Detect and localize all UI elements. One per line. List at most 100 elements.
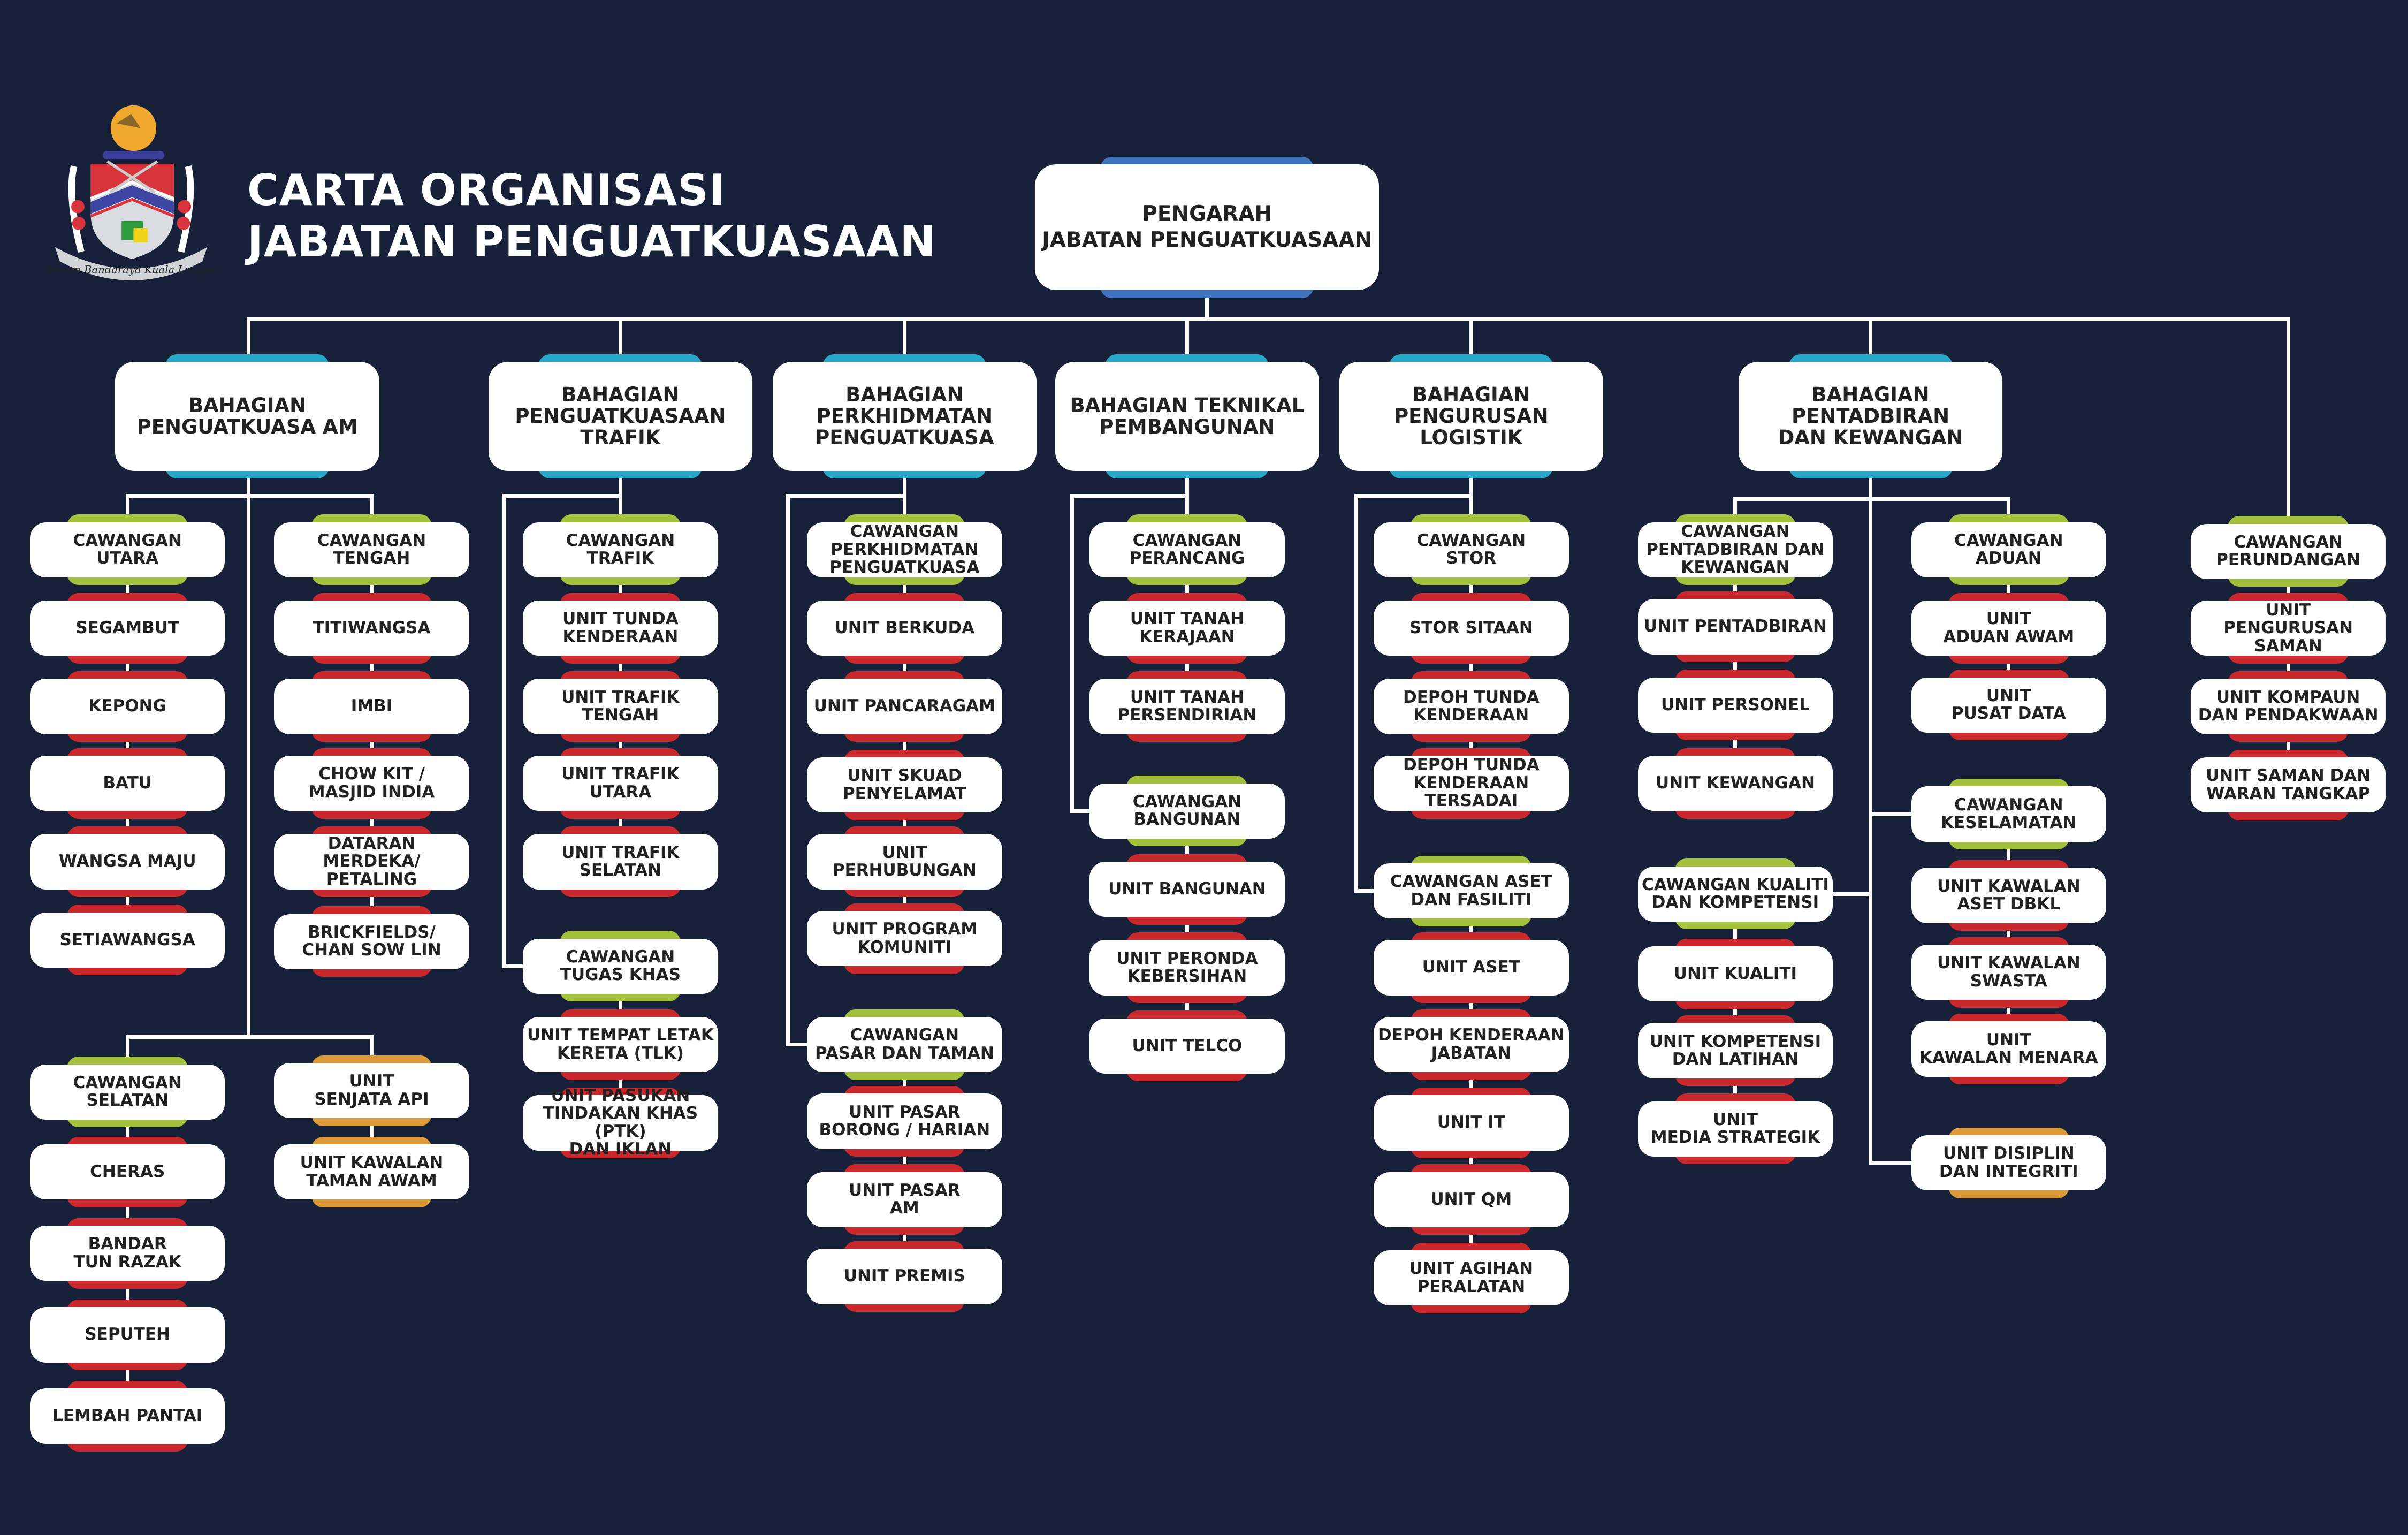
unit-box[interactable]: UNIT SAMAN DAN WARAN TANGKAP <box>2190 757 2386 813</box>
cawangan-box[interactable]: CAWANGAN ADUAN <box>1911 522 2107 578</box>
connector-line <box>1469 889 1473 1280</box>
node-label: CAWANGAN BANGUNAN <box>1132 792 1242 830</box>
unit-box[interactable]: UNIT TANAH PERSENDIRIAN <box>1089 679 1285 734</box>
unit-box[interactable]: UNIT TRAFIK SELATAN <box>523 834 718 890</box>
unit-box[interactable]: BATU <box>29 755 225 811</box>
unit-box[interactable]: UNIT PASUKAN TINDAKAN KHAS (PTK) DAN IKL… <box>523 1086 718 1158</box>
unit-box[interactable]: UNIT MEDIA STRATEGIK <box>1637 1101 1833 1157</box>
unit-box[interactable]: UNIT IT <box>1374 1095 1569 1151</box>
division-box[interactable]: BAHAGIAN PENGUATKUASA AM <box>115 361 379 471</box>
node-label: UNIT PREMIS <box>843 1266 965 1286</box>
node-label: BAHAGIAN PENTADBIRAN DAN KEWANGAN <box>1778 383 1963 449</box>
unit-box[interactable]: SETIAWANGSA <box>29 912 225 968</box>
node-label: CAWANGAN PASAR DAN TAMAN <box>814 1025 994 1063</box>
unit-box[interactable]: UNIT BANGUNAN <box>1089 862 1285 917</box>
unit-box[interactable]: UNIT PERONDA KEBERSIHAN <box>1089 940 1285 996</box>
unit-box[interactable]: UNIT ASET <box>1374 940 1569 996</box>
cawangan-box[interactable]: CAWANGAN ASET DAN FASILITI <box>1374 863 1569 919</box>
unit-box[interactable]: UNIT PENTADBIRAN <box>1637 599 1833 655</box>
cawangan-box[interactable]: CAWANGAN PENTADBIRAN DAN KEWANGAN <box>1637 522 1833 578</box>
division-box[interactable]: BAHAGIAN TEKNIKAL PEMBANGUNAN <box>1055 361 1320 471</box>
node-label: UNIT TRAFIK SELATAN <box>561 842 680 880</box>
unit-box[interactable]: UNIT KAWALAN MENARA <box>1911 1021 2107 1077</box>
unit-box[interactable]: DEPOH KENDERAAN JABATAN <box>1374 1016 1569 1073</box>
node-label: UNIT DISIPLIN DAN INTEGRITI <box>1939 1144 2078 1181</box>
unit-box[interactable]: UNIT KUALITI <box>1637 946 1833 1002</box>
unit-box[interactable]: UNIT DISIPLIN DAN INTEGRITI <box>1911 1135 2107 1191</box>
node-label: UNIT TANAH KERAJAAN <box>1130 609 1245 647</box>
division-box[interactable]: BAHAGIAN PERKHIDMATAN PENGUATKUASA <box>772 361 1037 471</box>
unit-box[interactable]: UNIT TUNDA KENDERAAN <box>523 601 718 656</box>
unit-box[interactable]: DEPOH TUNDA KENDERAAN <box>1374 679 1569 734</box>
unit-box[interactable]: UNIT KAWALAN ASET DBKL <box>1911 868 2107 923</box>
unit-box[interactable]: UNIT PASAR AM <box>807 1172 1002 1228</box>
cawangan-box[interactable]: CAWANGAN BANGUNAN <box>1089 783 1285 839</box>
unit-box[interactable]: UNIT TRAFIK UTARA <box>523 755 718 811</box>
node-label: CHERAS <box>90 1161 165 1181</box>
unit-box[interactable]: UNIT KOMPETENSI DAN LATIHAN <box>1637 1023 1833 1078</box>
node-label: UNIT KEWANGAN <box>1656 773 1815 793</box>
connector-line <box>1185 809 1189 1048</box>
cawangan-box[interactable]: CAWANGAN PERUNDANGAN <box>2190 523 2386 579</box>
unit-box[interactable]: UNIT KAWALAN SWASTA <box>1911 944 2107 1000</box>
unit-box[interactable]: UNIT TEMPAT LETAK KERETA (TLK) <box>523 1016 718 1073</box>
unit-box[interactable]: DEPOH TUNDA KENDERAAN TERSADAI <box>1374 755 1569 811</box>
unit-box[interactable]: DATARAN MERDEKA/ PETALING <box>274 834 469 890</box>
unit-box[interactable]: BANDAR TUN RAZAK <box>29 1226 225 1281</box>
unit-box[interactable]: UNIT PASAR BORONG / HARIAN <box>807 1093 1002 1149</box>
unit-box[interactable]: TITIWANGSA <box>274 601 469 656</box>
division-box[interactable]: BAHAGIAN PENGURUSAN LOGISTIK <box>1339 361 1604 471</box>
unit-box[interactable]: UNIT TRAFIK TENGAH <box>523 679 718 734</box>
unit-box[interactable]: KEPONG <box>29 679 225 734</box>
cawangan-box[interactable]: CAWANGAN STOR <box>1374 522 1569 578</box>
unit-box[interactable]: UNIT PROGRAM KOMUNITI <box>807 910 1002 967</box>
unit-box[interactable]: UNIT PUSAT DATA <box>1911 677 2107 733</box>
node-label: CAWANGAN KUALITI DAN KOMPETENSI <box>1642 875 1829 913</box>
node-label: CAWANGAN TENGAH <box>317 530 426 568</box>
unit-box[interactable]: UNIT AGIHAN PERALATAN <box>1374 1250 1569 1306</box>
unit-box[interactable]: WANGSA MAJU <box>29 834 225 890</box>
node-label: UNIT ASET <box>1422 958 1520 977</box>
cawangan-box[interactable]: CAWANGAN UTARA <box>29 522 225 578</box>
cawangan-box[interactable]: CAWANGAN KESELAMATAN <box>1911 786 2107 842</box>
division-box[interactable]: BAHAGIAN PENGUATKUASAAN TRAFIK <box>488 361 753 471</box>
unit-box[interactable]: LEMBAH PANTAI <box>29 1388 225 1444</box>
unit-box[interactable]: CHERAS <box>29 1144 225 1200</box>
node-label: CHOW KIT / MASJID INDIA <box>308 764 435 802</box>
unit-box[interactable]: UNIT QM <box>1374 1172 1569 1228</box>
node-label: UNIT PERONDA KEBERSIHAN <box>1116 948 1258 986</box>
unit-box[interactable]: UNIT PENGURUSAN SAMAN <box>2190 601 2386 656</box>
unit-box[interactable]: UNIT TELCO <box>1089 1018 1285 1074</box>
cawangan-box[interactable]: CAWANGAN PERKHIDMATAN PENGUATKUASA <box>807 522 1002 578</box>
unit-box[interactable]: UNIT PERHUBUNGAN <box>807 834 1002 890</box>
cawangan-box[interactable]: CAWANGAN KUALITI DAN KOMPETENSI <box>1637 866 1833 922</box>
node-label: UNIT SAMAN DAN WARAN TANGKAP <box>2206 766 2371 803</box>
unit-box[interactable]: UNIT KAWALAN TAMAN AWAM <box>274 1144 469 1200</box>
unit-box[interactable]: UNIT PREMIS <box>807 1249 1002 1304</box>
unit-box[interactable]: UNIT PANCARAGAM <box>807 679 1002 734</box>
unit-box[interactable]: BRICKFIELDS/ CHAN SOW LIN <box>274 914 469 969</box>
cawangan-box[interactable]: CAWANGAN TRAFIK <box>523 522 718 578</box>
unit-box[interactable]: SEPUTEH <box>29 1307 225 1363</box>
unit-box[interactable]: UNIT KEWANGAN <box>1637 755 1833 811</box>
director-box[interactable]: PENGARAH JABATAN PENGUATKUASAAN <box>1035 164 1380 291</box>
cawangan-box[interactable]: CAWANGAN TENGAH <box>274 522 469 578</box>
unit-box[interactable]: UNIT TANAH KERAJAAN <box>1089 601 1285 656</box>
node-label: UNIT PANCARAGAM <box>813 696 995 716</box>
division-box[interactable]: BAHAGIAN PENTADBIRAN DAN KEWANGAN <box>1738 361 2003 471</box>
cawangan-box[interactable]: CAWANGAN PASAR DAN TAMAN <box>807 1016 1002 1073</box>
unit-box[interactable]: UNIT ADUAN AWAM <box>1911 601 2107 656</box>
cawangan-box[interactable]: CAWANGAN SELATAN <box>29 1064 225 1120</box>
unit-box[interactable]: UNIT SKUAD PENYELAMAT <box>807 757 1002 813</box>
unit-box[interactable]: IMBI <box>274 679 469 734</box>
cawangan-box[interactable]: CAWANGAN TUGAS KHAS <box>523 938 718 994</box>
unit-box[interactable]: UNIT PERSONEL <box>1637 677 1833 733</box>
unit-box[interactable]: UNIT SENJATA API <box>274 1062 469 1119</box>
unit-box[interactable]: STOR SITAAN <box>1374 601 1569 656</box>
unit-box[interactable]: SEGAMBUT <box>29 601 225 656</box>
node-label: IMBI <box>350 696 393 716</box>
unit-box[interactable]: UNIT BERKUDA <box>807 601 1002 656</box>
cawangan-box[interactable]: CAWANGAN PERANCANG <box>1089 522 1285 578</box>
unit-box[interactable]: UNIT KOMPAUN DAN PENDAKWAAN <box>2190 679 2386 734</box>
unit-box[interactable]: CHOW KIT / MASJID INDIA <box>274 755 469 811</box>
